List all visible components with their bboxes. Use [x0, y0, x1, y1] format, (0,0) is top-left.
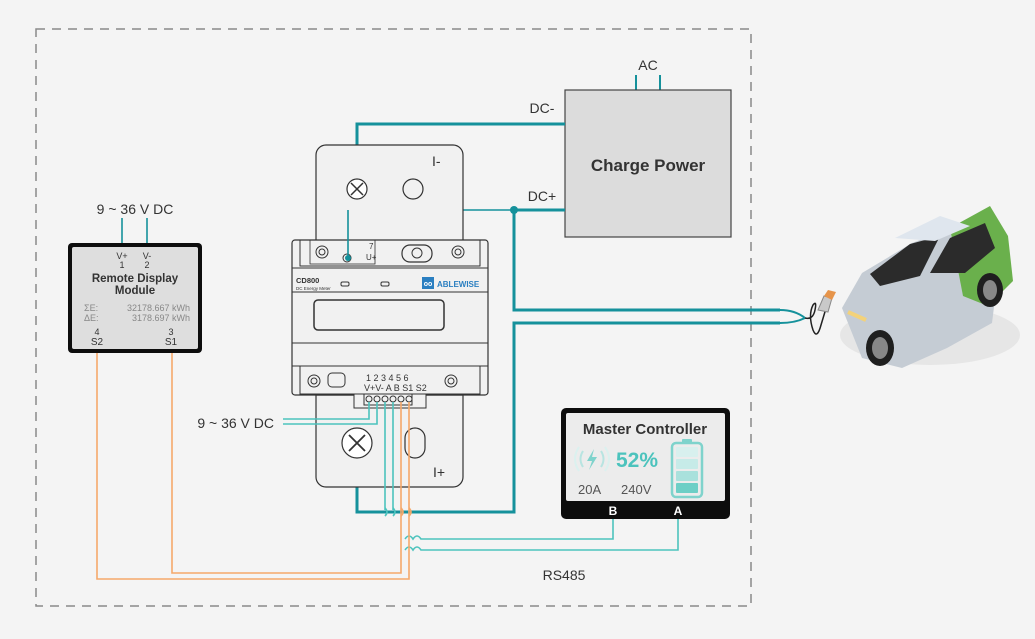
mc-voltage: 240V [621, 482, 652, 497]
rdm-pin1-label: V+ [116, 251, 127, 261]
rdm-pin3-num: 3 [168, 327, 173, 337]
dc-plus-label: DC+ [528, 188, 556, 204]
rdm-delta-e-value: 3178.697 kWh [132, 313, 190, 323]
meter-pin-labels: V+V- A B S1 S2 [364, 383, 427, 393]
s2-wire [96, 353, 410, 580]
i-plus-to-vehicle-wire [355, 321, 780, 514]
meter-pin-numbers: 1 2 3 4 5 6 [366, 373, 409, 383]
mc-port-b: B [609, 504, 618, 518]
brand-logo-icon: oo [424, 281, 433, 288]
rdm-delta-e-label: ΔE: [84, 313, 99, 323]
rdm-pin2-label: V- [143, 251, 152, 261]
rdm-pin4-label: S2 [91, 337, 104, 348]
mc-current: 20A [578, 482, 601, 497]
rdm-pin1-num: 1 [119, 260, 124, 270]
junction-dot [510, 206, 518, 214]
rs485-label: RS485 [543, 567, 586, 583]
i-minus-label: I- [432, 153, 441, 169]
brand-name: ABLEWISE [437, 280, 480, 289]
mc-percent: 52% [616, 449, 658, 472]
mc-title: Master Controller [583, 421, 707, 438]
battery-icon [670, 439, 704, 499]
rdm-pin4-num: 4 [94, 327, 99, 337]
charging-bolt-icon [574, 446, 610, 472]
rdm-title-line1: Remote Display [92, 273, 179, 285]
system-boundary [35, 28, 752, 607]
master-controller: Master Controller 52% 20A 240V B A [561, 408, 730, 519]
remote-display-module: V+ 1 V- 2 Remote Display Module ΣE: 3217… [68, 218, 202, 353]
cd800-meter: oo ABLEWISE CD800 DC Energy Meter 7 U+ I… [291, 144, 489, 488]
i-plus-label: I+ [433, 464, 445, 480]
meter-model: CD800 [296, 276, 319, 285]
rdm-title-line2: Module [115, 285, 155, 297]
dc-plus-to-vehicle-wire [512, 208, 780, 312]
ac-label: AC [638, 57, 657, 73]
meter-vminus-wire [283, 402, 378, 425]
rdm-pin3-label: S1 [165, 337, 178, 348]
rdm-sum-e-label: ΣE: [84, 303, 98, 313]
charge-power-title: Charge Power [591, 156, 706, 175]
signal-wires [96, 353, 679, 580]
electric-car-icon [840, 206, 1020, 368]
rdm-supply-label: 9 ~ 36 V DC [97, 201, 174, 217]
meter-supply-label: 9 ~ 36 V DC [197, 415, 274, 431]
charge-power-box: Charge Power [564, 75, 732, 238]
charging-cable [779, 302, 828, 335]
s1-wire [171, 353, 402, 574]
charging-plug-icon [817, 290, 836, 313]
mc-port-a: A [674, 504, 683, 518]
meter-subtitle: DC Energy Meter [296, 286, 331, 291]
terminal-7-num: 7 [369, 242, 374, 251]
dc-minus-label: DC- [530, 100, 555, 116]
rdm-sum-e-value: 32178.667 kWh [127, 303, 190, 313]
meter-vplus-wire [283, 402, 370, 420]
rs485-b-wire [404, 519, 614, 541]
rs485-a-wire [404, 519, 679, 552]
rdm-pin2-num: 2 [144, 260, 149, 270]
meter-lcd-window [313, 299, 445, 331]
terminal-7-label: U+ [366, 253, 377, 262]
